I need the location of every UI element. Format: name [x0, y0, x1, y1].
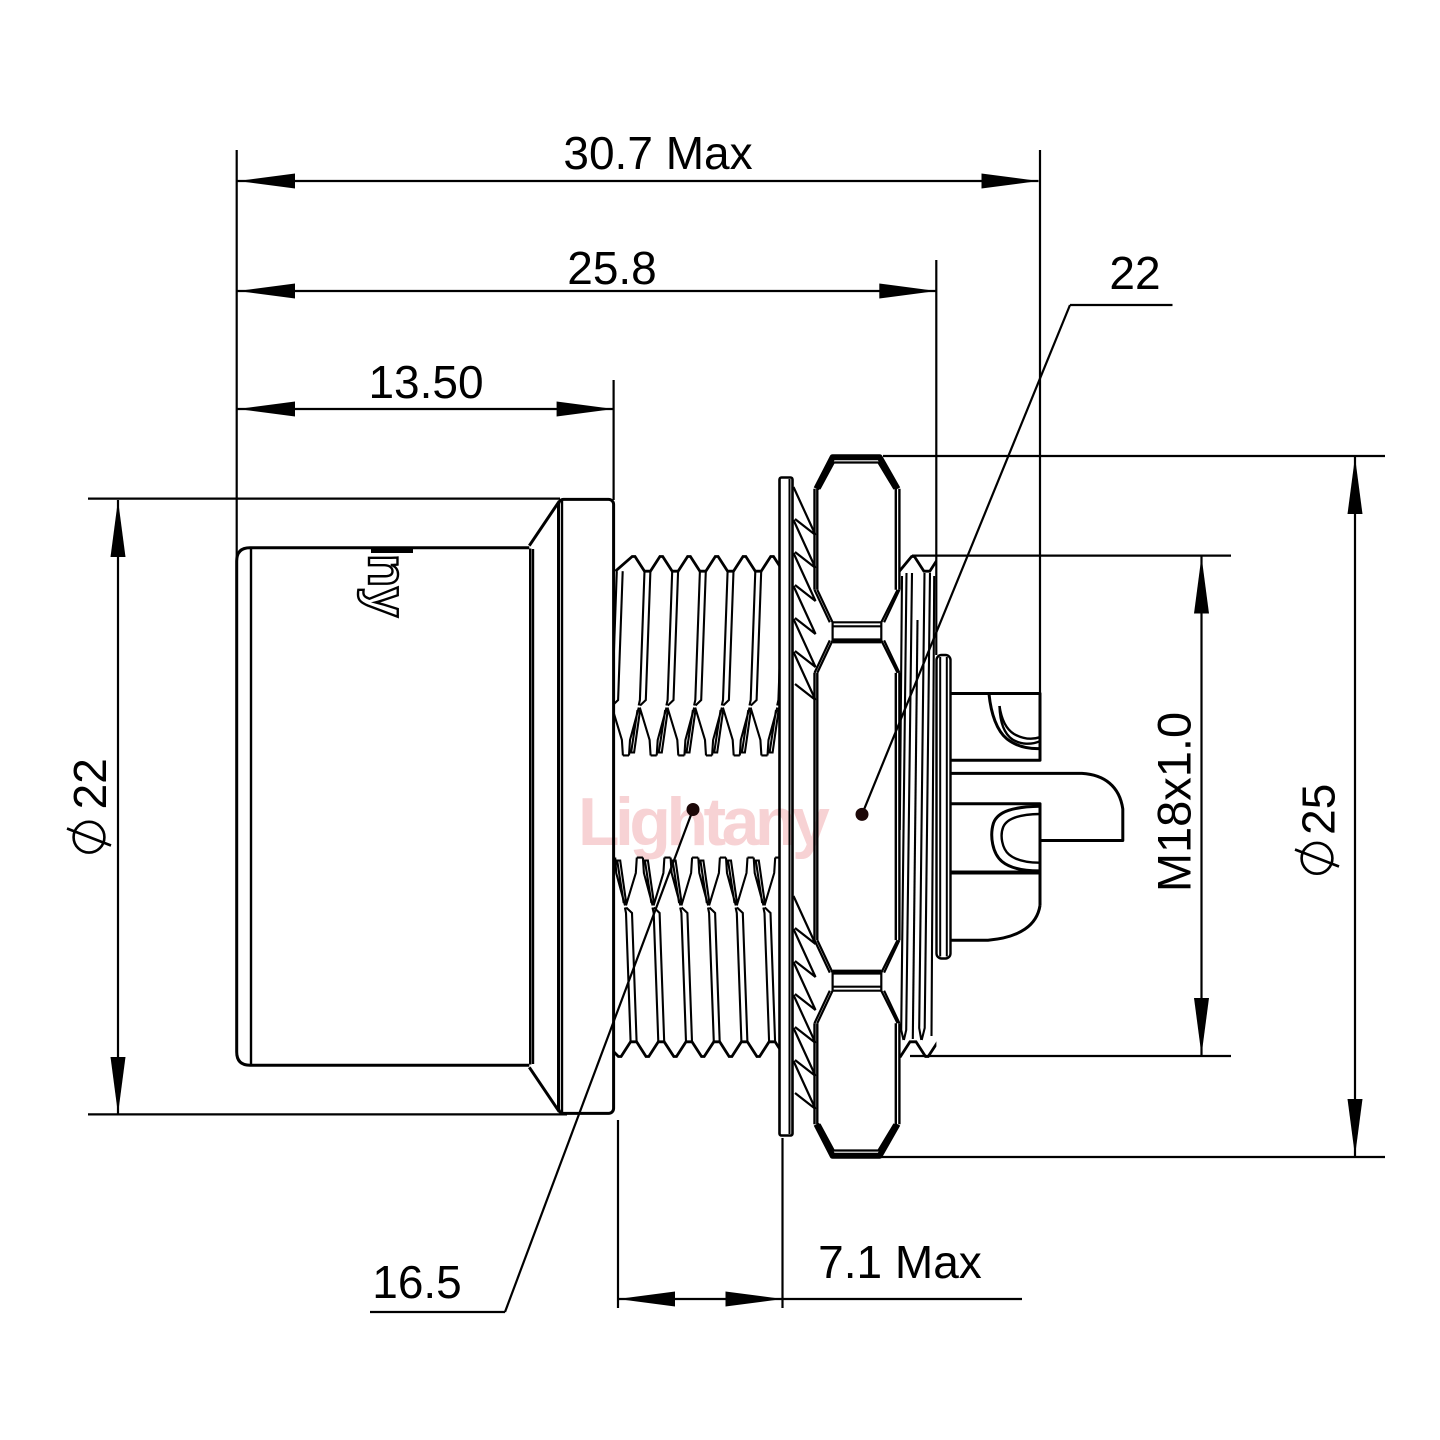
svg-text:13.50: 13.50	[368, 356, 483, 408]
svg-text:16.5: 16.5	[372, 1256, 462, 1308]
svg-text:22: 22	[64, 758, 116, 809]
svg-text:30.7 Max: 30.7 Max	[563, 127, 752, 179]
svg-text:25.8: 25.8	[567, 242, 657, 294]
svg-text:7.1 Max: 7.1 Max	[818, 1236, 982, 1288]
svg-text:ny: ny	[357, 554, 417, 617]
svg-text:M18x1.0: M18x1.0	[1148, 712, 1201, 892]
svg-text:25: 25	[1293, 784, 1345, 835]
svg-text:22: 22	[1109, 247, 1160, 299]
